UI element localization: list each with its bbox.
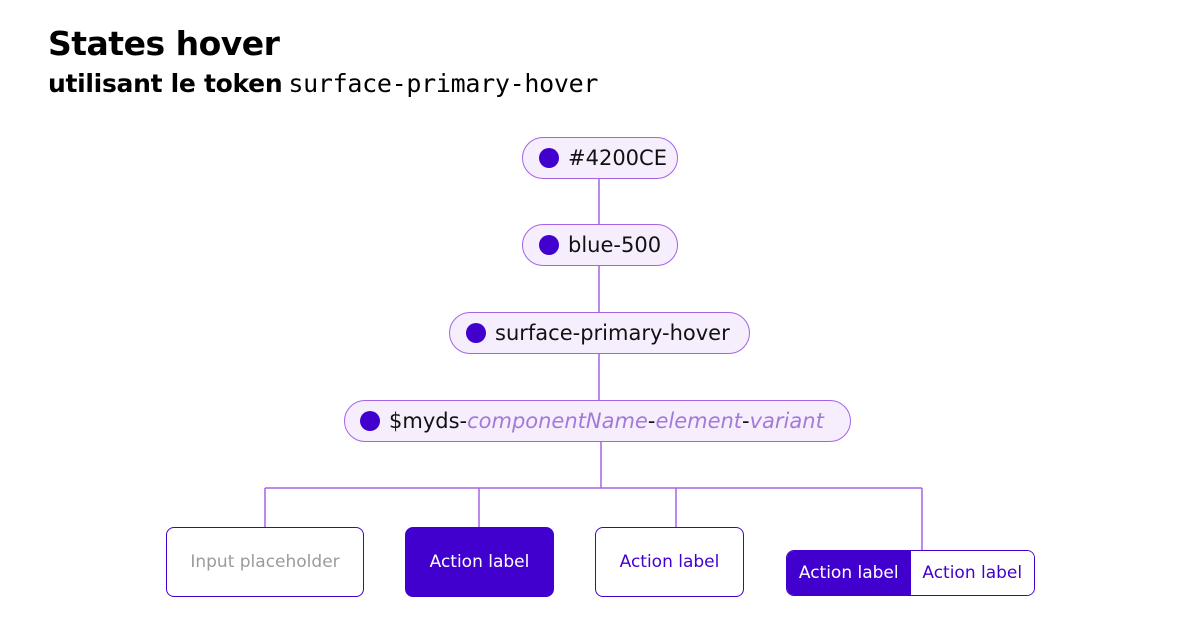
- color-swatch-icon: [539, 148, 559, 168]
- color-swatch-icon: [360, 411, 380, 431]
- token-prefix: $myds-: [389, 409, 468, 433]
- token-pill-component: $myds-componentName-element-variant: [344, 400, 851, 442]
- color-swatch-icon: [466, 323, 486, 343]
- token-pill-hex: #4200CE: [522, 137, 678, 179]
- token-semantic-label: surface-primary-hover: [495, 321, 730, 345]
- token-part-element: element: [655, 409, 743, 433]
- input-field-example[interactable]: Input placeholder: [166, 527, 364, 597]
- segment-selected[interactable]: Action label: [787, 551, 911, 595]
- segmented-control-example: Action label Action label: [786, 550, 1035, 596]
- token-pill-palette: blue-500: [522, 224, 678, 266]
- color-swatch-icon: [539, 235, 559, 255]
- outline-button-label: Action label: [619, 552, 720, 572]
- segment-unselected[interactable]: Action label: [910, 551, 1034, 595]
- input-placeholder-text: Input placeholder: [190, 552, 340, 572]
- outline-button-example[interactable]: Action label: [595, 527, 744, 597]
- page-title: States hover: [48, 24, 280, 63]
- primary-button-label: Action label: [429, 552, 530, 572]
- token-separator: -: [647, 409, 656, 433]
- segment-unselected-label: Action label: [922, 563, 1023, 583]
- token-pill-semantic: surface-primary-hover: [449, 312, 750, 354]
- token-separator: -: [742, 409, 750, 433]
- token-part-variant: variant: [749, 409, 824, 433]
- primary-button-example[interactable]: Action label: [405, 527, 554, 597]
- subtitle-text: utilisant le token: [48, 69, 283, 98]
- token-component-label: $myds-componentName-element-variant: [389, 409, 824, 433]
- subtitle-token-code: surface-primary-hover: [288, 69, 599, 98]
- token-part-component-name: componentName: [467, 409, 648, 433]
- segment-selected-label: Action label: [798, 563, 899, 583]
- token-hex-label: #4200CE: [568, 146, 667, 170]
- token-palette-label: blue-500: [568, 233, 662, 257]
